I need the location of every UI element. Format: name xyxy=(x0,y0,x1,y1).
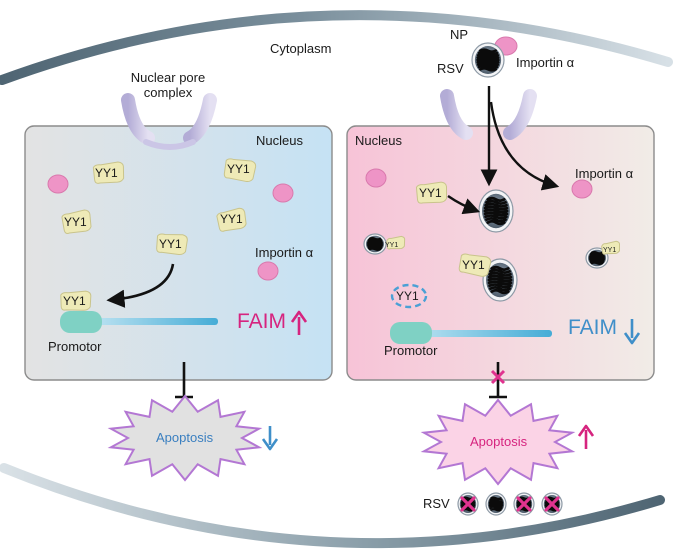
yy1-label: YY1 xyxy=(64,215,87,229)
nuclear-pore-left xyxy=(121,93,217,150)
nucleus-right-label: Nucleus xyxy=(355,133,402,148)
arrow-yy1-to-promoter-left xyxy=(106,263,175,308)
yy1-label: YY1 xyxy=(227,162,250,176)
rsv-virion xyxy=(485,492,507,516)
yy1-label: YY1 xyxy=(220,212,243,226)
cross-mark-icon xyxy=(460,496,476,512)
cross-mark-icon xyxy=(516,496,532,512)
yy1-group xyxy=(60,158,620,311)
yy1-protein xyxy=(601,240,620,255)
yy1-protein xyxy=(458,253,492,277)
apoptosis-burst-left xyxy=(107,394,263,482)
yy1-protein xyxy=(386,235,406,250)
nuclear-pore-right xyxy=(440,89,537,140)
nuclear-pore-complex-label: Nuclear pore complex xyxy=(130,70,206,100)
importin-left-label: Importin α xyxy=(255,245,314,260)
yy1-label: YY1 xyxy=(95,166,118,180)
faim-left-label: FAIM xyxy=(237,310,287,333)
yy1-label: YY1 xyxy=(396,289,419,303)
rsv-virion xyxy=(471,42,505,78)
rsv-virion xyxy=(478,189,514,233)
cell-membrane-bottom xyxy=(0,463,665,549)
cross-mark-icon xyxy=(490,369,506,385)
apoptosis-left-label: Apoptosis xyxy=(156,430,214,445)
yy1-label: YY1 xyxy=(159,237,182,251)
yy1-protein xyxy=(415,181,448,204)
importin-right-label: Importin α xyxy=(575,166,634,181)
faim-down-arrow xyxy=(623,319,641,345)
promotor-right-label: Promotor xyxy=(384,343,438,358)
promotor-left-label: Promotor xyxy=(48,339,102,354)
rsv-virion xyxy=(585,247,609,269)
importin-alpha xyxy=(571,179,593,199)
apoptosis-up-arrow xyxy=(577,424,595,449)
virion-group xyxy=(363,42,609,302)
rsv-virion xyxy=(363,233,387,255)
rsv-virion xyxy=(482,258,518,302)
blocked-virion-row xyxy=(457,492,563,516)
yy1-label: YY1 xyxy=(419,186,442,200)
importin-top-label: Importin α xyxy=(516,55,575,70)
faim-right-label: FAIM xyxy=(568,316,618,339)
importin-alpha xyxy=(272,183,294,203)
yy1-protein xyxy=(156,233,188,256)
inhibit-right-blocked xyxy=(489,362,507,399)
promoter-left xyxy=(60,311,102,333)
yy1-protein xyxy=(61,209,92,234)
yy1-label: YY1 xyxy=(462,258,485,272)
rsv-bottom-label: RSV xyxy=(423,496,450,511)
yy1-protein xyxy=(92,161,125,184)
yy1-small-label: YY1 xyxy=(385,242,399,249)
apoptosis-burst-right xyxy=(420,398,576,486)
promoter-right xyxy=(390,322,432,344)
np-label: NP xyxy=(450,27,469,42)
dna-strand-left xyxy=(90,318,218,325)
apoptosis-right-label: Apoptosis xyxy=(470,434,528,449)
yy1-protein xyxy=(223,158,257,183)
yy1-small-label: YY1 xyxy=(603,247,617,254)
importin-alpha xyxy=(257,261,279,281)
yy1-protein xyxy=(60,290,92,311)
apoptosis-down-arrow xyxy=(261,426,279,451)
faim-up-arrow xyxy=(290,310,308,335)
cytoplasm-label: Cytoplasm xyxy=(270,41,332,56)
yy1-protein xyxy=(216,207,247,232)
cell-membrane-top xyxy=(0,10,673,85)
arrow-yy1-to-virion-right xyxy=(447,195,481,215)
rsv-virion-label: RSV xyxy=(437,61,464,76)
nucleus-left-label: Nucleus xyxy=(256,133,303,148)
arrow-importin-recycle xyxy=(489,101,560,191)
yy1-dashed-outline xyxy=(390,283,428,309)
dna-strand-right xyxy=(408,330,552,337)
cross-mark-icon xyxy=(544,496,560,512)
importin-alpha xyxy=(47,174,69,194)
importin-alpha xyxy=(365,168,387,188)
yy1-label: YY1 xyxy=(63,294,86,308)
